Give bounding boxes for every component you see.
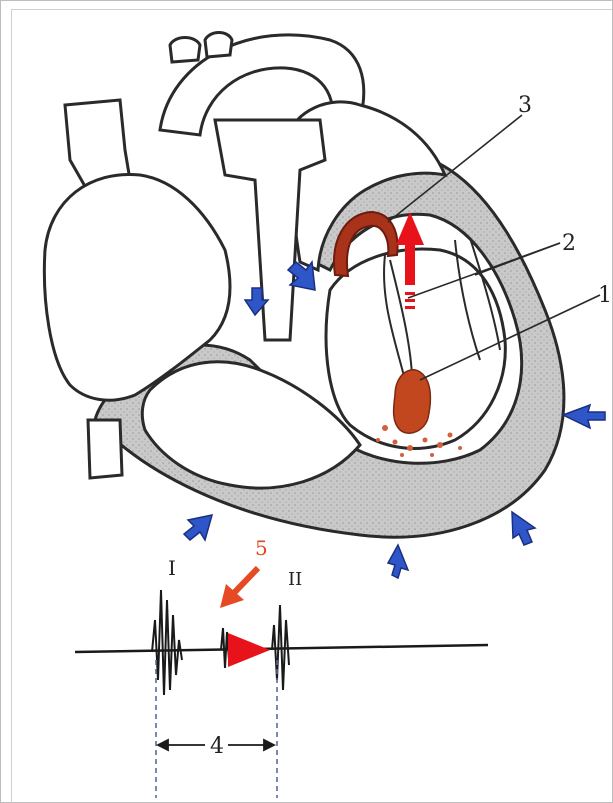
phonocardiogram <box>75 590 488 695</box>
label-1: 1 <box>598 283 612 308</box>
orange-arrow-icon <box>220 568 258 608</box>
label-3: 3 <box>518 93 532 118</box>
label-4: 4 <box>210 734 224 759</box>
inferior-vena-cava <box>88 420 122 478</box>
label-2: 2 <box>562 231 576 256</box>
red-triangle-icon <box>228 633 270 667</box>
mid-systolic-click <box>221 628 229 668</box>
label-sound-II: II <box>288 569 302 590</box>
interval-markers <box>156 660 277 798</box>
label-5: 5 <box>255 536 268 560</box>
label-sound-I: I <box>168 556 176 580</box>
